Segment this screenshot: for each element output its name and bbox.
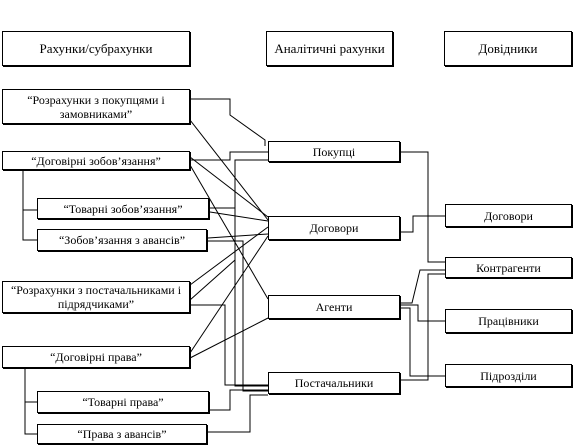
directory-departments: Підрозділи — [445, 364, 572, 387]
header-directories: Довідники — [444, 31, 572, 66]
directory-departments-label: Підрозділи — [480, 368, 537, 383]
line-suppliers-to-counterparties — [400, 273, 445, 381]
account-settlements-buyers-label: “Розрахунки з покупцями і замовниками” — [27, 92, 165, 121]
analytic-contracts: Договори — [268, 216, 400, 240]
tree-line-obligations — [22, 170, 37, 241]
account-settlements-suppliers: “Розрахунки з постачальниками і підрядчи… — [2, 281, 190, 313]
directory-contracts: Договори — [445, 204, 572, 227]
directory-employees-label: Працівники — [478, 314, 539, 328]
header-analytics-label: Аналітичні рахунки — [274, 40, 385, 56]
account-advance-rights-label: “Права з авансів” — [77, 427, 167, 441]
directory-counterparties: Контрагенти — [445, 257, 572, 278]
account-goods-rights: “Товарні права” — [37, 391, 209, 413]
line-settlements-buyers-to-buyers — [190, 98, 266, 146]
line-settlements-suppliers-to-contracts — [189, 226, 269, 286]
analytic-agents: Агенти — [268, 295, 400, 319]
account-goods-obligations: “Товарні зобов’язання” — [37, 198, 209, 219]
account-settlements-suppliers-label: “Розрахунки з постачальниками і підрядчи… — [10, 283, 182, 311]
line-goods-rights-to-suppliers — [210, 389, 268, 411]
account-contract-rights-label: “Договірні права” — [50, 350, 142, 364]
line-contract-rights-to-agents — [189, 317, 269, 359]
analytic-agents-label: Агенти — [315, 300, 353, 314]
line-buyers-to-counterparties — [400, 151, 445, 263]
account-contract-obligations: “Договірні зобов’язання” — [2, 151, 190, 170]
account-advance-obligations: “Зобов’язання з авансів” — [37, 229, 207, 251]
tree-line-rights — [24, 368, 37, 435]
account-contract-rights: “Договірні права” — [2, 346, 190, 368]
header-directories-label: Довідники — [478, 40, 538, 56]
line-contracts-to-directory-contracts — [400, 215, 445, 233]
account-advance-obligations-label: “Зобов’язання з авансів” — [58, 233, 186, 247]
line-agents-to-counterparties — [400, 269, 445, 304]
line-settlements-suppliers-to-suppliers — [190, 304, 268, 386]
account-contract-obligations-label: “Договірні зобов’язання” — [31, 153, 161, 168]
line-agents-to-departments — [400, 307, 445, 377]
account-goods-rights-label: “Товарні права” — [82, 395, 164, 409]
analytic-contracts-label: Договори — [309, 221, 359, 235]
line-advance-obligations-to-suppliers — [208, 240, 268, 392]
line-contract-rights-to-contracts — [189, 235, 269, 354]
line-contract-obligations-to-agents — [189, 164, 269, 300]
line-goods-obligations-to-contracts — [209, 211, 269, 222]
line-contract-obligations-to-contracts — [189, 156, 269, 218]
analytic-buyers-label: Покупці — [312, 144, 356, 159]
header-accounts: Рахунки/субрахунки — [2, 31, 190, 66]
header-analytics: Аналітичні рахунки — [266, 31, 393, 66]
analytic-buyers: Покупці — [268, 141, 400, 162]
line-advance-obligations-to-contracts — [207, 233, 269, 239]
line-settlements-suppliers-to-buyers — [189, 159, 268, 301]
line-contract-obligations-to-buyers — [190, 151, 268, 161]
line-agents-to-employees — [400, 304, 445, 322]
account-goods-obligations-label: “Товарні зобов’язання” — [63, 201, 183, 216]
account-settlements-buyers: “Розрахунки з покупцями і замовниками” — [2, 89, 190, 124]
line-settlements-buyers-to-contracts — [189, 119, 269, 221]
line-advance-rights-to-suppliers — [208, 394, 268, 433]
header-accounts-label: Рахунки/субрахунки — [39, 40, 153, 56]
line-goods-obligations-to-suppliers — [210, 207, 268, 387]
directory-employees: Працівники — [445, 309, 572, 333]
analytic-suppliers-label: Постачальники — [294, 376, 374, 390]
account-advance-rights: “Права з авансів” — [37, 424, 207, 444]
directory-counterparties-label: Контрагенти — [476, 260, 541, 275]
directory-contracts-label: Договори — [484, 208, 533, 223]
analytic-suppliers: Постачальники — [268, 372, 400, 394]
